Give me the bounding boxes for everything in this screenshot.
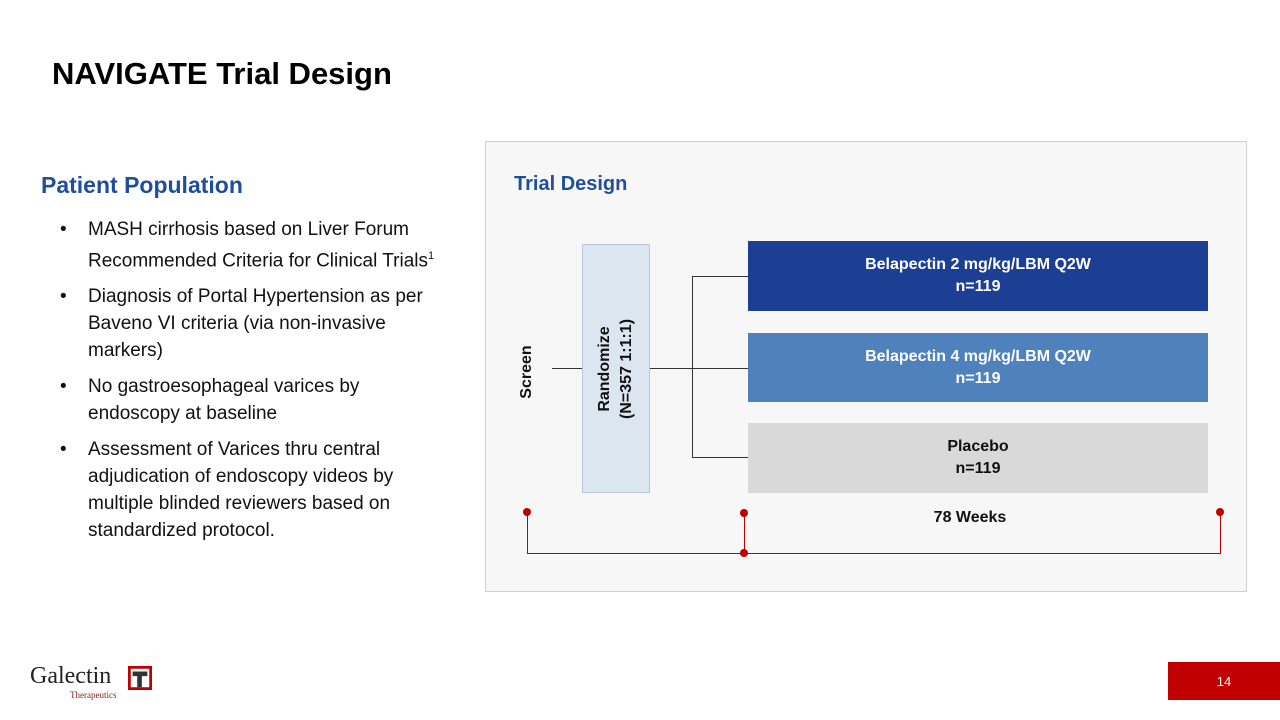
patient-population-list: •MASH cirrhosis based on Liver Forum Rec… [60,216,440,553]
randomize-box: Randomize(N=357 1:1:1) [582,244,650,493]
timeline-dot [1216,508,1224,516]
timeline-dot [740,509,748,517]
timeline-dot [740,549,748,557]
logo-mark-icon [128,666,152,690]
timeline-line [527,553,1221,554]
screen-label: Screen [518,345,535,399]
list-item: •MASH cirrhosis based on Liver Forum Rec… [60,219,435,272]
connector-line [692,276,748,277]
list-item: •Diagnosis of Portal Hypertension as per… [60,286,423,362]
connector-line [692,457,748,458]
timeline-line [527,512,528,554]
timeline-line [744,513,745,554]
timeline-line [1220,512,1221,554]
timeline-dot [523,508,531,516]
connector-line [692,276,693,458]
page-title: NAVIGATE Trial Design [52,56,392,91]
footnote-ref: 1 [428,250,435,262]
patient-population-heading: Patient Population [41,172,243,198]
trial-design-heading: Trial Design [514,173,628,195]
page-number: 14 [1168,662,1280,700]
list-item: •No gastroesophageal varices by endoscop… [60,376,360,425]
galectin-logo: Galectin Therapeutics [30,664,160,702]
connector-line [552,368,582,369]
duration-label: 78 Weeks [933,509,1007,526]
connector-line [650,368,748,369]
list-item: •Assessment of Varices thru central adju… [60,439,394,542]
